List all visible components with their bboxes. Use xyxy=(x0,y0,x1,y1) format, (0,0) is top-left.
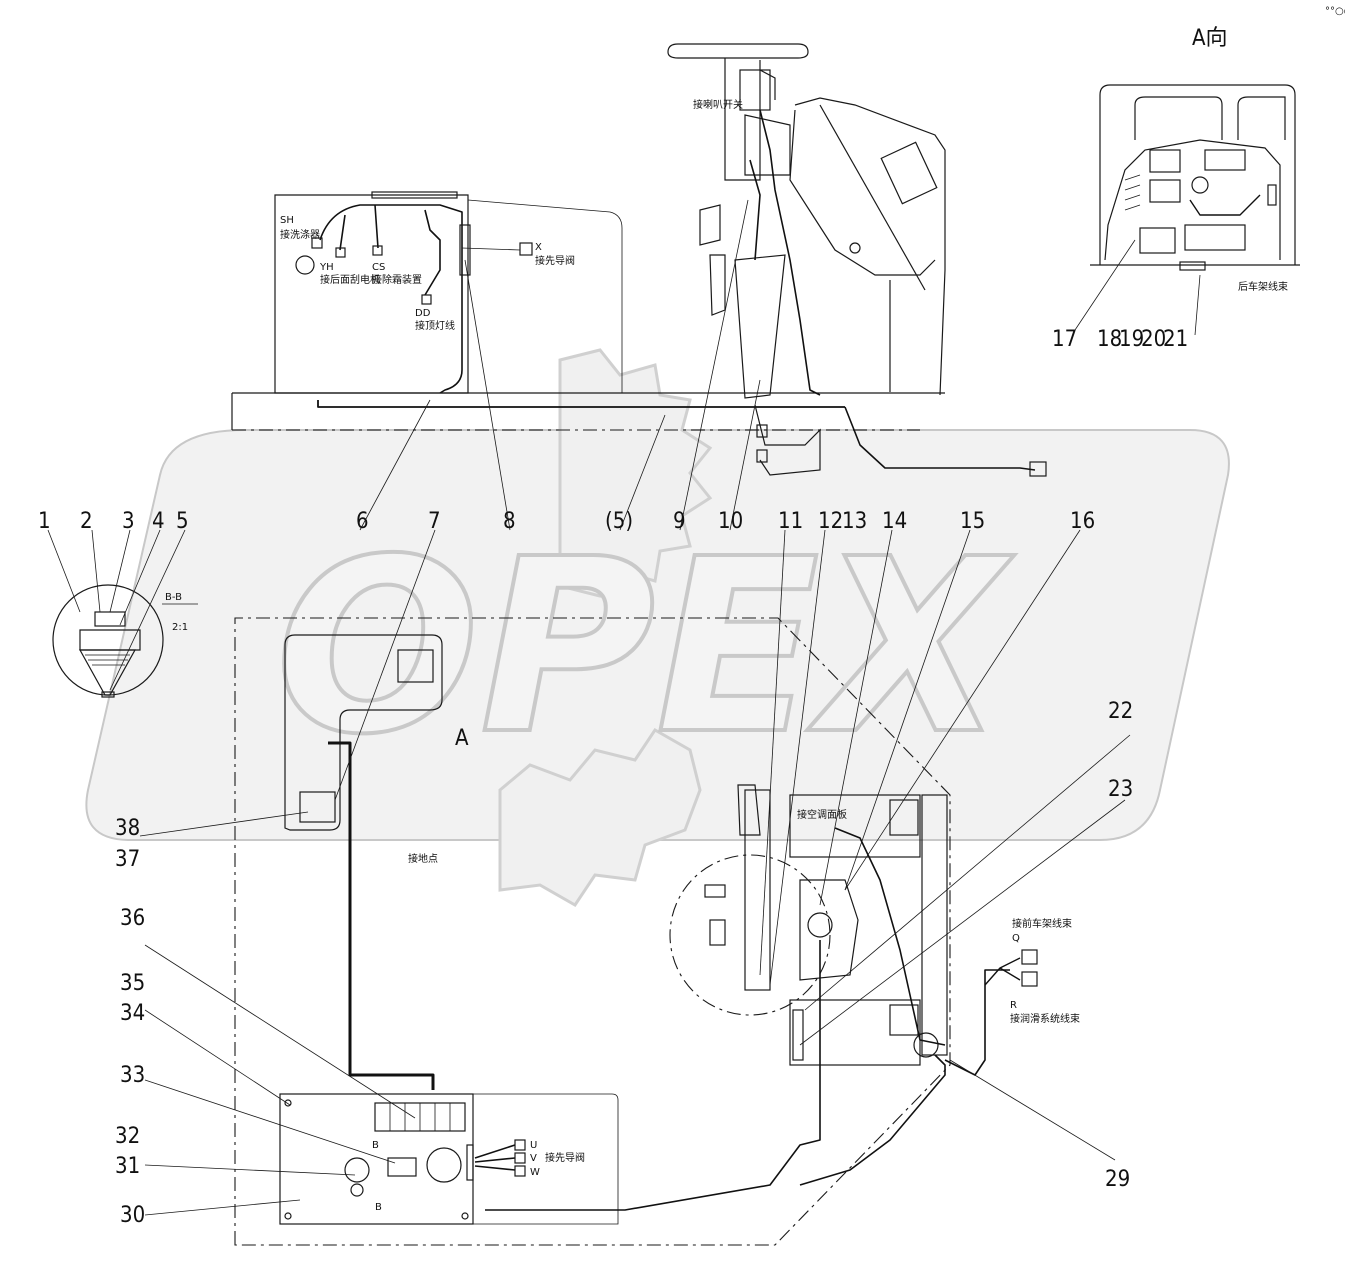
front-frame-code: Q xyxy=(1012,933,1020,944)
section-label: B-B xyxy=(165,592,182,603)
cab-floor-plan xyxy=(234,617,1038,1246)
watermark-text: OPEX xyxy=(276,507,1015,787)
balloon-4: 4 xyxy=(152,509,165,534)
leader-lines xyxy=(47,199,1201,1216)
balloon-16: 16 xyxy=(1070,509,1095,534)
yh-code: YH xyxy=(319,262,334,273)
view-a-detail xyxy=(1090,84,1300,271)
uvw-text: 接先导阀 xyxy=(545,1151,585,1164)
balloon-13: 13 xyxy=(842,509,867,534)
section-b-b-detail xyxy=(52,584,198,698)
balloon-9: 9 xyxy=(673,509,686,534)
cs-text: 接除霜装置 xyxy=(372,273,422,286)
cs-code: CS xyxy=(372,262,385,273)
balloon-33: 33 xyxy=(120,1063,145,1088)
balloon-32: 32 xyxy=(115,1124,140,1149)
roof-panel xyxy=(274,191,623,394)
w-code: W xyxy=(530,1167,540,1178)
balloon-17: 17 xyxy=(1052,327,1077,352)
balloon-20: 20 xyxy=(1141,327,1166,352)
balloon-10: 10 xyxy=(718,509,743,534)
balloon-15: 15 xyxy=(960,509,985,534)
balloon-12: 12 xyxy=(818,509,843,534)
balloon-37: 37 xyxy=(115,847,140,872)
steering-console xyxy=(667,43,946,476)
dd-text: 接顶灯线 xyxy=(415,319,455,332)
view-a-label: A向 xyxy=(1192,26,1228,51)
sh-code: SH xyxy=(280,215,294,226)
balloon-30: 30 xyxy=(120,1203,145,1228)
balloon-22: 22 xyxy=(1108,699,1133,724)
balloon-3: 3 xyxy=(122,509,135,534)
x-code: X xyxy=(535,242,542,253)
corner-mark: °°○○○ xyxy=(1325,6,1345,17)
balloon-11: 11 xyxy=(778,509,803,534)
balloon-7: 7 xyxy=(428,509,441,534)
section-marker-b-top: B xyxy=(372,1140,379,1151)
dd-code: DD xyxy=(415,308,431,319)
balloon-38: 38 xyxy=(115,816,140,841)
balloon-5-ref: (5) xyxy=(605,509,633,534)
balloon-31: 31 xyxy=(115,1154,140,1179)
balloon-6: 6 xyxy=(356,509,369,534)
balloon-21: 21 xyxy=(1163,327,1188,352)
balloon-36: 36 xyxy=(120,906,145,931)
lube-code: R xyxy=(1010,1000,1017,1011)
ground-point-label: 接地点 xyxy=(408,852,438,865)
balloon-19: 19 xyxy=(1119,327,1144,352)
balloon-5: 5 xyxy=(176,509,189,534)
x-text: 接先导阀 xyxy=(535,254,575,267)
opex-watermark: OPEX xyxy=(85,348,1230,907)
balloon-34: 34 xyxy=(120,1001,145,1026)
balloon-18: 18 xyxy=(1097,327,1122,352)
lube-text: 接润滑系统线束 xyxy=(1010,1012,1080,1025)
section-marker-b-bottom: B xyxy=(375,1202,382,1213)
ac-panel-label: 接空调面板 xyxy=(797,808,847,821)
balloon-2: 2 xyxy=(80,509,93,534)
view-marker-a: A xyxy=(455,726,469,751)
sh-text: 接洗涤器 xyxy=(280,228,320,241)
cabin-floor xyxy=(231,392,1047,477)
horn-switch-label: 接喇叭开关 xyxy=(693,98,743,111)
yh-text: 接后面刮电机 xyxy=(320,273,380,286)
v-code: V xyxy=(530,1153,537,1164)
section-scale: 2:1 xyxy=(172,622,188,633)
balloon-23: 23 xyxy=(1108,777,1133,802)
balloon-1: 1 xyxy=(38,509,51,534)
balloon-8: 8 xyxy=(503,509,516,534)
balloon-35: 35 xyxy=(120,971,145,996)
balloon-29: 29 xyxy=(1105,1167,1130,1192)
front-frame-text: 接前车架线束 xyxy=(1012,917,1072,930)
balloon-14: 14 xyxy=(882,509,907,534)
u-code: U xyxy=(530,1140,537,1151)
rear-frame-harness-label: 后车架线束 xyxy=(1238,280,1288,293)
